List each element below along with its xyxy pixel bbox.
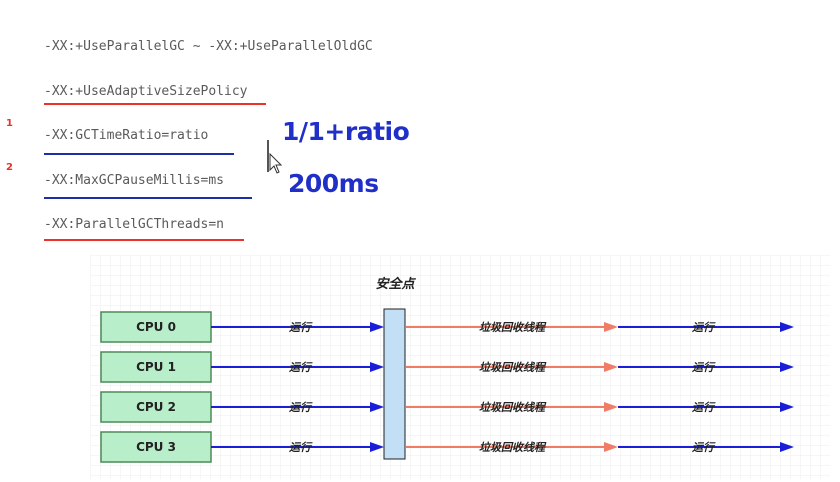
annotation-ratio: 1/1+ratio: [282, 117, 410, 146]
gc-arrow-3-head: [604, 442, 618, 452]
annotation-pause: 200ms: [288, 169, 379, 198]
cpu-box-3: [100, 431, 212, 463]
underline-adaptive-size-policy: [44, 103, 266, 105]
run-label-after-0: 运行: [692, 321, 716, 334]
run-label-before-3: 运行: [289, 441, 313, 454]
gc-arrow-1-head: [604, 362, 618, 372]
cpu-box-0: [100, 311, 212, 343]
run-label-before-1: 运行: [289, 361, 313, 374]
cpu-box-1: [100, 351, 212, 383]
option-max-gc-pause-millis: -XX:MaxGCPauseMillis=ms: [44, 173, 225, 188]
run-label-before-0: 运行: [289, 321, 313, 334]
run-label-after-3: 运行: [692, 441, 716, 454]
option-parallel-gc: -XX:+UseParallelGC ~ -XX:+UseParallelOld…: [44, 39, 373, 54]
gc-arrow-2-head: [604, 402, 618, 412]
gc-label-1: 垃圾回收线程: [479, 361, 547, 374]
run-arrow-after-3-head: [780, 442, 794, 452]
option-parallel-gc-threads: -XX:ParallelGCThreads=n: [44, 217, 225, 232]
gc-label-2: 垃圾回收线程: [479, 401, 547, 414]
run-arrow-after-2-head: [780, 402, 794, 412]
cpu-label-1: CPU 1: [136, 360, 176, 374]
gc-label-3: 垃圾回收线程: [479, 441, 547, 454]
run-arrow-after-0-head: [780, 322, 794, 332]
mouse-cursor-icon: [267, 140, 282, 174]
safepoint-label: 安全点: [375, 276, 416, 292]
marker-2: 2: [6, 162, 13, 173]
marker-1: 1: [6, 118, 13, 129]
run-arrow-before-3-head: [370, 442, 384, 452]
gc-arrow-0-head: [604, 322, 618, 332]
cpu-box-2: [100, 391, 212, 423]
underline-parallel-gc-threads: [44, 239, 244, 241]
gc-label-0: 垃圾回收线程: [479, 321, 547, 334]
cpu-label-3: CPU 3: [136, 440, 176, 454]
run-label-after-1: 运行: [692, 361, 716, 374]
run-arrow-before-1-head: [370, 362, 384, 372]
cpu-label-0: CPU 0: [136, 320, 176, 334]
run-label-before-2: 运行: [289, 401, 313, 414]
run-arrow-before-2-head: [370, 402, 384, 412]
underline-max-gc-pause-millis: [44, 197, 252, 199]
option-gc-time-ratio: -XX:GCTimeRatio=ratio: [44, 128, 209, 143]
safepoint-bar: [383, 308, 406, 460]
option-adaptive-size-policy: -XX:+UseAdaptiveSizePolicy: [44, 84, 248, 99]
cpu-label-2: CPU 2: [136, 400, 176, 414]
underline-gc-time-ratio: [44, 153, 234, 155]
run-label-after-2: 运行: [692, 401, 716, 414]
run-arrow-after-1-head: [780, 362, 794, 372]
run-arrow-before-0-head: [370, 322, 384, 332]
